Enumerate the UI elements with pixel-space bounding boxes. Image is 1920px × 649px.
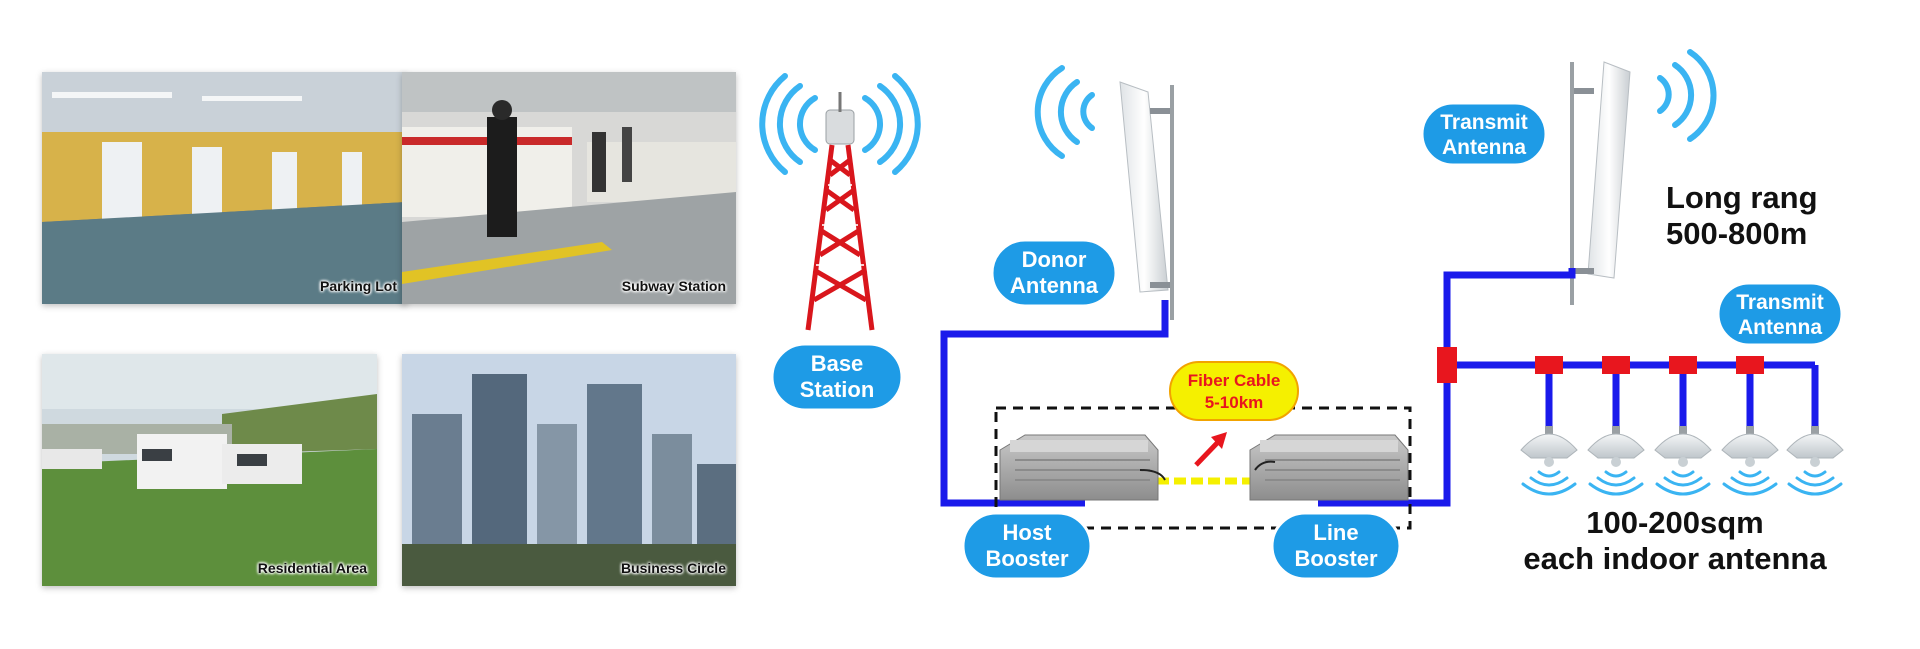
svg-text:Booster: Booster [1294, 546, 1378, 571]
ceiling-antenna-icon [1655, 426, 1711, 494]
host-booster-icon [1000, 435, 1165, 500]
host-booster-label: Host Booster [963, 513, 1091, 579]
svg-text:Antenna: Antenna [1442, 136, 1526, 159]
transmit-antenna-side-label: Transmit Antenna [1718, 283, 1842, 345]
range-line-2: 500-800m [1666, 216, 1818, 252]
coverage-line-2: each indoor antenna [1510, 541, 1840, 577]
ceiling-antenna-icon [1787, 426, 1843, 494]
ceiling-antenna-icon [1722, 426, 1778, 494]
cell-tower-icon [762, 76, 918, 330]
donor-antenna-label: Donor Antenna [992, 240, 1116, 306]
svg-text:Transmit: Transmit [1736, 291, 1824, 314]
ceiling-antenna-icon [1521, 426, 1577, 494]
range-text: Long rang 500-800m [1666, 180, 1818, 251]
svg-text:Host: Host [1003, 520, 1053, 545]
svg-text:Antenna: Antenna [1738, 316, 1822, 339]
svg-text:Fiber Cable: Fiber Cable [1188, 371, 1281, 390]
svg-text:Donor: Donor [1022, 247, 1087, 272]
ceiling-antenna-row [1521, 426, 1843, 494]
svg-text:Booster: Booster [985, 546, 1069, 571]
transmit-antenna-top-label: Transmit Antenna [1422, 103, 1546, 165]
svg-text:Line: Line [1313, 520, 1358, 545]
line-booster-label: Line Booster [1272, 513, 1400, 579]
svg-text:Antenna: Antenna [1010, 273, 1099, 298]
svg-text:5-10km: 5-10km [1205, 393, 1264, 412]
fiber-cable-label: Fiber Cable 5-10km [1170, 362, 1298, 420]
transmit-panel-antenna-icon [1572, 52, 1714, 305]
svg-text:Base: Base [811, 351, 864, 376]
line-booster-icon [1250, 435, 1408, 500]
range-line-1: Long rang [1666, 180, 1818, 216]
svg-text:Station: Station [800, 377, 875, 402]
ceiling-antenna-icon [1588, 426, 1644, 494]
base-station-label: Base Station [772, 344, 902, 410]
coverage-text: 100-200sqm each indoor antenna [1510, 505, 1840, 576]
svg-text:Transmit: Transmit [1440, 111, 1528, 134]
fiber-arrow-icon [1196, 432, 1227, 465]
coverage-line-1: 100-200sqm [1510, 505, 1840, 541]
